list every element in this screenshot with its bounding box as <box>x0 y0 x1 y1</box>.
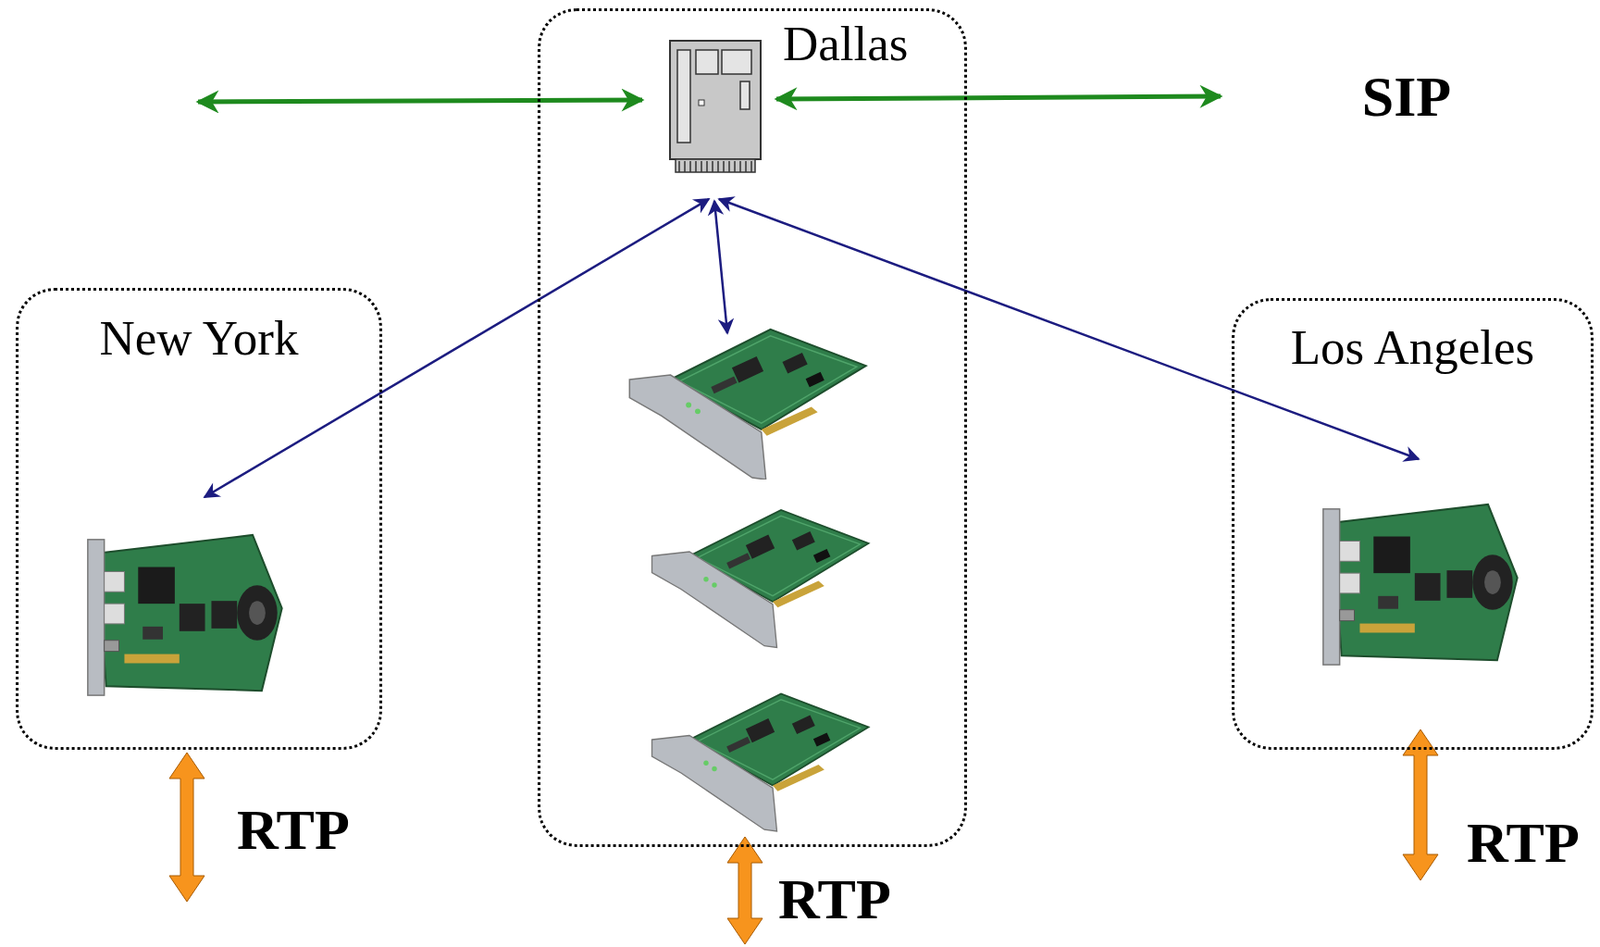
card-image <box>652 694 869 832</box>
protocol-label: RTP <box>236 800 350 858</box>
card-image <box>652 509 869 648</box>
site-box: Los Angeles <box>1231 297 1594 750</box>
site-name: Los Angeles <box>1290 322 1536 373</box>
site-name: New York <box>99 313 299 363</box>
sip-arrow <box>198 99 643 102</box>
card-image <box>629 329 866 480</box>
server-icon <box>669 40 761 173</box>
card-image <box>1323 504 1518 665</box>
protocol-label: RTP <box>778 869 892 928</box>
site-box: Dallas <box>537 8 968 847</box>
protocol-label: RTP <box>1466 813 1580 871</box>
rtp-arrow <box>1402 729 1439 881</box>
sip-arrow <box>776 96 1221 100</box>
site-box: New York <box>15 287 383 750</box>
protocol-label: SIP <box>1362 67 1452 125</box>
link-arrow <box>714 200 728 334</box>
rtp-arrow <box>169 752 205 902</box>
site-name: Dallas <box>782 19 908 69</box>
rtp-arrow <box>727 836 763 944</box>
card-image <box>87 534 283 695</box>
